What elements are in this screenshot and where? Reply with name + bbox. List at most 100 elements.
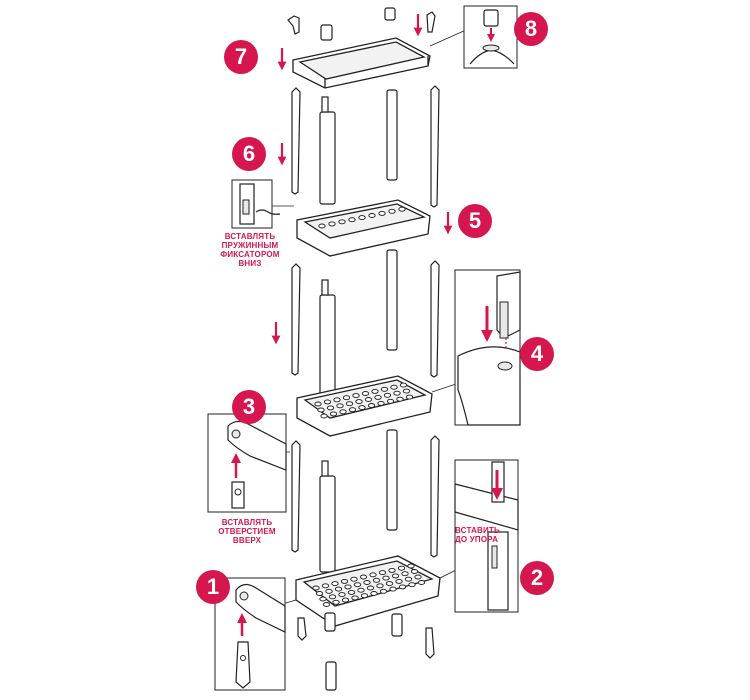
tray-hole bbox=[408, 582, 416, 588]
tray-hole bbox=[379, 588, 388, 594]
tray-hole bbox=[341, 597, 350, 603]
tray-hole bbox=[314, 401, 322, 407]
note-line: ВВЕРХ bbox=[232, 536, 262, 545]
tray-hole bbox=[376, 583, 384, 589]
step-badge-2: 2 bbox=[520, 561, 554, 595]
tray-hole bbox=[401, 571, 409, 577]
middle-tray-perforation bbox=[318, 206, 406, 229]
tray-hole bbox=[372, 577, 381, 583]
step-badge-8: 8 bbox=[514, 12, 548, 46]
tray-hole bbox=[358, 405, 366, 411]
tray-hole bbox=[407, 563, 415, 569]
tray-hole bbox=[397, 565, 406, 571]
tray-hole bbox=[361, 391, 370, 396]
tray-hole bbox=[366, 585, 375, 591]
note-line: ПРУЖИННЫМ bbox=[221, 241, 279, 250]
middle-tray bbox=[296, 199, 431, 257]
legs-tier-2 bbox=[291, 249, 440, 396]
step-badge-6: 6 bbox=[232, 137, 266, 171]
tray-hole bbox=[417, 580, 426, 585]
note-line: ФИКСАТОРОМ bbox=[220, 250, 280, 259]
tray-hole bbox=[367, 403, 376, 408]
legs-tier-3 bbox=[291, 85, 440, 208]
tray-hole bbox=[382, 575, 390, 581]
step-badge-4: 4 bbox=[520, 337, 554, 371]
note-line: ВСТАВЛЯТЬ bbox=[221, 518, 273, 527]
tray-hole bbox=[323, 399, 332, 405]
tray-hole bbox=[391, 573, 400, 579]
bottom-tray bbox=[295, 555, 441, 627]
note-insert-hole-up: ВСТАВЛЯТЬ ОТВЕРСТИЕМ ВВЕРХ bbox=[212, 518, 282, 545]
tray-hole bbox=[369, 572, 377, 578]
tray-hole bbox=[344, 584, 352, 590]
tray-hole bbox=[326, 405, 335, 411]
tray-hole bbox=[364, 397, 373, 402]
step-badge-5: 5 bbox=[458, 204, 492, 238]
tray-hole bbox=[317, 407, 325, 413]
inset-step-8 bbox=[429, 5, 518, 69]
tray-hole bbox=[358, 215, 366, 221]
tray-hole bbox=[410, 569, 419, 574]
tray-hole bbox=[388, 567, 396, 573]
tray-hole bbox=[355, 399, 363, 405]
top-tray bbox=[292, 37, 431, 89]
tray-hole bbox=[398, 206, 406, 212]
tray-hole bbox=[383, 392, 392, 398]
tray-hole bbox=[353, 582, 362, 588]
tray-hole bbox=[328, 221, 336, 227]
tray-hole bbox=[312, 585, 320, 591]
note-line: ВСТАВЛЯТЬ bbox=[224, 232, 276, 241]
tray-hole bbox=[342, 395, 351, 401]
tray-hole bbox=[378, 570, 387, 576]
bottom-clips bbox=[297, 612, 435, 691]
tray-hole bbox=[388, 208, 396, 214]
tray-hole bbox=[329, 411, 338, 417]
note-insert-to-stop: ВСТАВИТЬ ДО УПОРА bbox=[455, 526, 503, 544]
tray-hole bbox=[336, 403, 344, 409]
tray-hole bbox=[321, 583, 330, 589]
note-insert-spring-lock: ВСТАВЛЯТЬ ПРУЖИННЫМ ФИКСАТОРОМ ВНИЗ bbox=[218, 232, 282, 268]
step-badge-7: 7 bbox=[224, 40, 258, 74]
inset-step-4 bbox=[431, 269, 521, 426]
tray-hole bbox=[350, 576, 358, 582]
tray-hole bbox=[348, 217, 356, 223]
tray-hole bbox=[374, 394, 382, 400]
tray-hole bbox=[371, 388, 379, 394]
note-line: ДО УПОРА bbox=[455, 535, 499, 544]
tray-hole bbox=[331, 581, 339, 587]
tray-hole bbox=[338, 219, 346, 225]
tray-hole bbox=[370, 591, 378, 596]
tray-hole bbox=[393, 390, 401, 396]
tray-hole bbox=[339, 409, 347, 415]
note-line: ВНИЗ bbox=[238, 259, 262, 268]
tray-hole bbox=[322, 602, 331, 607]
tray-hole bbox=[320, 413, 328, 419]
tray-hole bbox=[402, 388, 411, 394]
inset-spring-lock bbox=[231, 179, 294, 229]
tray-hole bbox=[351, 595, 359, 601]
tray-hole bbox=[395, 578, 403, 584]
note-line: ОТВЕРСТИЕМ bbox=[218, 527, 276, 536]
tray-hole bbox=[390, 384, 398, 390]
tray-hole bbox=[333, 397, 341, 403]
step-badge-3: 3 bbox=[232, 390, 266, 424]
direction-arrows bbox=[271, 14, 453, 345]
tray-hole bbox=[363, 580, 371, 585]
tray-hole bbox=[340, 578, 349, 584]
tray-hole bbox=[319, 596, 327, 602]
tray-hole bbox=[386, 398, 395, 404]
tray-hole bbox=[404, 576, 413, 582]
tray-hole bbox=[318, 223, 326, 229]
tray-hole bbox=[360, 593, 369, 599]
tray-hole bbox=[385, 581, 394, 587]
tray-hole bbox=[380, 386, 389, 392]
tray-hole bbox=[352, 393, 360, 399]
inset-step-3 bbox=[207, 413, 290, 513]
tray-hole bbox=[359, 574, 368, 580]
top-caps bbox=[287, 7, 436, 41]
legs-tier-1 bbox=[291, 429, 440, 573]
tray-hole bbox=[338, 592, 346, 598]
tray-hole bbox=[348, 407, 357, 413]
step-badge-1: 1 bbox=[196, 570, 230, 604]
